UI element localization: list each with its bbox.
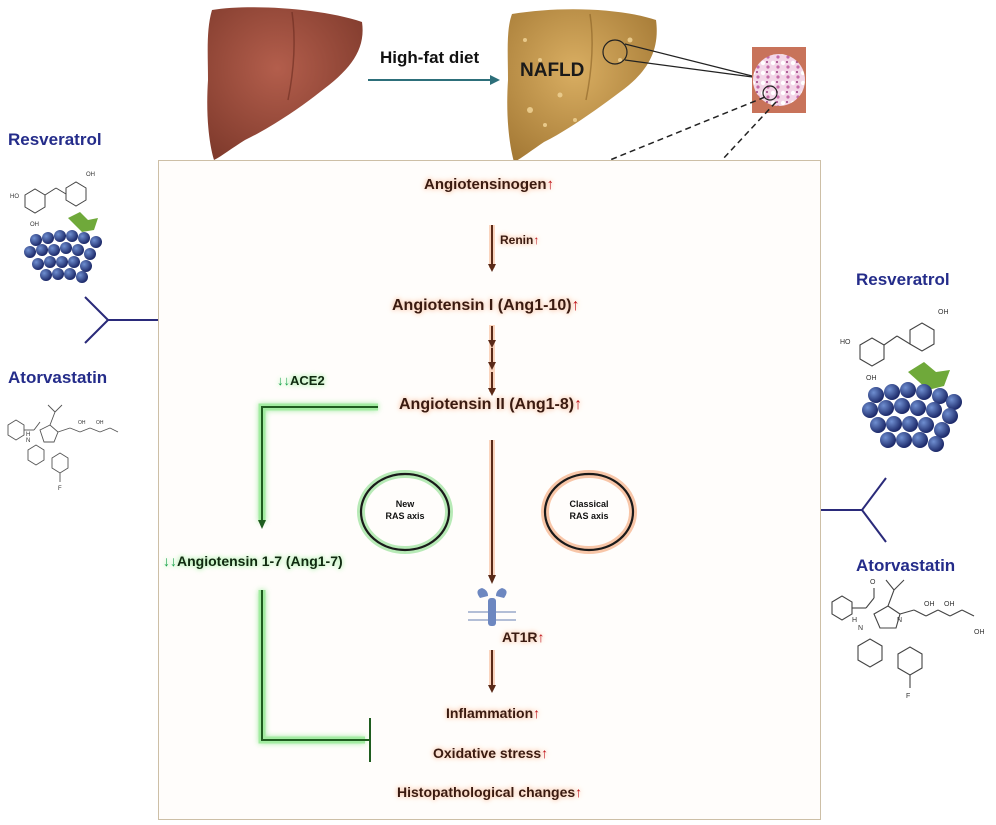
mol-label-ho-right: HO: [840, 339, 851, 346]
up-arrow-oxidative: ↑: [541, 745, 549, 761]
healthy-liver-icon: [207, 7, 363, 160]
mol-label-h-left: H: [26, 432, 30, 438]
mol-label-ho-left: HO: [10, 194, 19, 200]
nafld-label: NAFLD: [520, 60, 585, 81]
renin-label: Renin↑: [500, 233, 540, 247]
atorvastatin-right-label: Atorvastatin: [856, 556, 956, 575]
atorvastatin-molecule-right: [831, 579, 975, 688]
angiotensin-1-7-label: ↓↓Angiotensin 1-7 (Ang1-7): [163, 553, 343, 569]
resveratrol-molecule-right: [859, 322, 935, 367]
mol-label-f-left: F: [58, 486, 62, 492]
mol-label-f-right: F: [906, 693, 910, 700]
atorvastatin-left-label: Atorvastatin: [8, 368, 108, 387]
mol-label-oh-right-5: OH: [974, 629, 985, 636]
new-ras-axis-ellipse: [359, 472, 451, 552]
resveratrol-molecule-left: [24, 181, 87, 214]
grapes-right-icon: [862, 362, 962, 452]
mol-label-h-right: H: [852, 617, 857, 624]
mol-label-oh-right-3: OH: [924, 601, 935, 608]
up-arrow-ang2: ↑: [574, 396, 583, 413]
up-arrow-at1r: ↑: [537, 629, 545, 645]
atorvastatin-molecule-left: [7, 404, 119, 482]
at1r-receptor-icon: [468, 588, 516, 626]
up-arrow-ang1: ↑: [571, 297, 580, 314]
up-arrow-histo: ↑: [575, 784, 583, 800]
mol-label-n-right: N: [858, 625, 863, 632]
angiotensin-i-label: Angiotensin I (Ang1-10)↑: [392, 297, 580, 314]
up-arrow-angiotensinogen: ↑: [546, 176, 555, 193]
mol-label-n-right-2: N: [897, 617, 902, 624]
high-fat-diet-label: High-fat diet: [380, 48, 480, 67]
histopathological-changes-label: Histopathological changes↑: [397, 784, 583, 800]
mol-label-oh-right: OH: [938, 309, 949, 316]
inflammation-label: Inflammation↑: [446, 705, 541, 721]
grapes-left-icon: [24, 212, 102, 283]
up-arrow-inflammation: ↑: [533, 705, 541, 721]
histology-image: [752, 47, 806, 113]
resveratrol-left-label: Resveratrol: [8, 130, 102, 149]
down-arrows-ace2: ↓↓: [277, 373, 290, 388]
mol-label-oh-right-4: OH: [944, 601, 955, 608]
mol-label-oh-left-2: OH: [30, 222, 39, 228]
down-arrows-ang17: ↓↓: [163, 553, 177, 569]
mol-label-oh-left-3: OH: [78, 420, 86, 426]
mol-label-oh-left-4: OH: [96, 420, 104, 426]
nafld-liver-icon: [507, 9, 657, 163]
mol-label-oh-right-2: OH: [866, 375, 877, 382]
classical-ras-axis-ellipse: [543, 472, 635, 552]
up-arrow-renin: ↑: [533, 233, 540, 247]
resveratrol-right-label: Resveratrol: [856, 270, 950, 289]
oxidative-stress-label: Oxidative stress↑: [433, 745, 549, 761]
mol-label-n-left: N: [26, 438, 30, 444]
angiotensin-ii-label: Angiotensin II (Ang1-8)↑: [399, 396, 583, 413]
ace2-label: ↓↓ACE2: [277, 373, 325, 388]
at1r-label: AT1R↑: [502, 629, 545, 645]
mol-label-o-right: O: [870, 579, 876, 586]
angiotensinogen-label: Angiotensinogen↑: [424, 176, 554, 193]
mol-label-oh-left: OH: [86, 172, 95, 178]
